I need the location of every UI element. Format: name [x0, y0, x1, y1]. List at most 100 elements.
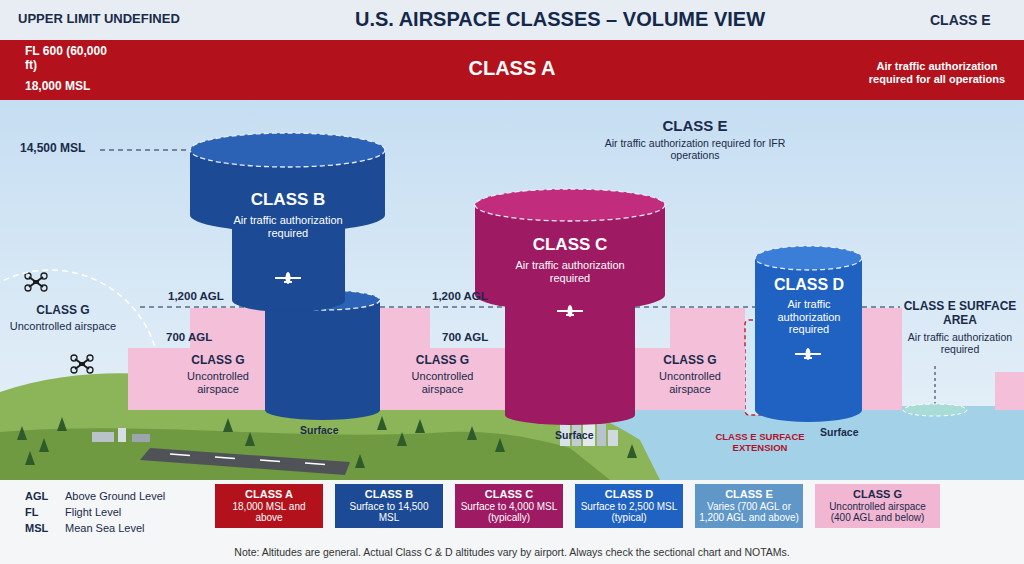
class-description: Air traffic authorization required [218, 214, 358, 239]
class-heading: CLASS D [578, 488, 680, 501]
label: 700 AGL [442, 331, 488, 344]
class-description: Uncontrolled airspace (400 AGL and below… [818, 501, 937, 524]
label: Mean Sea Level [65, 522, 145, 535]
class-g-area: CLASS G Uncontrolled airspace [380, 348, 505, 410]
label: CLASS E SURFACE EXTENSION [712, 432, 808, 454]
label: 1,200 AGL [168, 290, 224, 303]
tree [245, 432, 255, 446]
class-b-cylinder: CLASS B Air traffic authorization require… [185, 130, 390, 425]
class-a-band: FL 600 (60,000 ft) 18,000 MSL CLASS A Air t… [0, 40, 1024, 100]
top-strip [0, 0, 1024, 40]
surface-area-ring [903, 404, 967, 416]
cylinder-body [265, 300, 380, 420]
tree [17, 426, 27, 440]
drone-icon [25, 273, 47, 291]
cylinder-top [475, 189, 665, 221]
class-description: Surface to 2,500 MSL (typical) [578, 501, 680, 524]
class-heading: CLASS A [218, 488, 320, 501]
label: Surface [820, 426, 859, 438]
caption: Note: Altitudes are general. Actual Clas… [20, 546, 1004, 558]
runway [140, 448, 350, 475]
tree [57, 417, 67, 431]
class-heading: FL 600 (60,000 ft) [25, 45, 120, 73]
tree [627, 444, 637, 458]
class-description: Uncontrolled airspace [173, 370, 263, 395]
tree [355, 454, 365, 468]
class-heading: CLASS G [645, 354, 735, 368]
leader-line [935, 366, 936, 404]
cylinder-body [505, 295, 635, 425]
class-description: Air traffic authorization required [495, 259, 645, 284]
tree [495, 438, 505, 452]
label: Air traffic authorization required for I… [595, 137, 795, 161]
label: Flight Level [65, 506, 121, 519]
tree [39, 438, 49, 452]
class-heading: CLASS E [698, 488, 800, 501]
class-heading: CLASS G [818, 488, 937, 501]
label: 14,500 MSL [20, 142, 85, 156]
shape-outline [185, 130, 390, 425]
label: 700 AGL [166, 331, 212, 344]
hangar [92, 432, 114, 442]
sky [0, 100, 1024, 480]
class-description: Surface to 4,000 MSL (typically) [458, 501, 560, 524]
class-description: Uncontrolled airspace [645, 370, 735, 395]
hangar [132, 434, 150, 442]
tree [223, 418, 233, 432]
tree [467, 426, 477, 440]
label: 1,200 AGL [432, 290, 488, 303]
title: U.S. AIRSPACE CLASSES – VOLUME VIEW [300, 8, 820, 31]
legend-box: CLASS DSurface to 2,500 MSL (typical) [575, 484, 683, 528]
cylinder-body [755, 258, 862, 422]
class-description: Air traffic authorization required [902, 331, 1018, 355]
class-d-cylinder: CLASS D Air traffic authorization require… [750, 240, 870, 425]
class-heading: CLASS G [395, 354, 490, 368]
legend-box: CLASS A18,000 MSL and above [215, 484, 323, 528]
class-e-surface-area: CLASS E SURFACE AREAAir traffic authoriz… [900, 300, 1020, 418]
legend-box: CLASS BSurface to 14,500 MSL [335, 484, 443, 528]
cylinder-top [755, 246, 862, 270]
hills-front [0, 428, 610, 480]
class-heading: CLASS B [213, 190, 363, 210]
tree [377, 416, 387, 430]
tree [25, 451, 35, 465]
class-heading: CLASS D [760, 276, 858, 294]
class-description: Surface to 14,500 MSL [338, 501, 440, 524]
label: AGL [25, 490, 48, 503]
class-g-area: CLASS G Uncontrolled airspace [635, 348, 745, 410]
class-heading: CLASS C [495, 235, 645, 255]
label: Surface [555, 429, 594, 441]
label: CLASS E [640, 117, 750, 134]
runway-markings [170, 454, 325, 465]
class-description: Varies (700 AGL or 1,200 AGL and above) [698, 501, 800, 524]
cylinder-top [190, 133, 385, 167]
legend-box: CLASS CSurface to 4,000 MSL (typically) [455, 484, 563, 528]
label: Above Ground Level [65, 490, 165, 503]
class-description: CLASS A [312, 57, 712, 80]
class-heading: CLASS C [458, 488, 560, 501]
label: UPPER LIMIT UNDEFINED [18, 12, 180, 27]
label: Surface [300, 424, 339, 436]
airplane-icon [275, 272, 301, 284]
label: CLASS E [930, 12, 991, 28]
class-description: Uncontrolled airspace [395, 370, 490, 395]
class-heading: CLASS G [173, 354, 263, 368]
class-g-area: CLASS G Uncontrolled airspace [128, 348, 265, 410]
airplane-icon [795, 348, 821, 360]
tree [397, 432, 407, 446]
drone-icon [71, 355, 93, 373]
class-description: Air traffic authorization required [762, 298, 856, 336]
class-heading: CLASS B [338, 488, 440, 501]
legend-box: CLASS EVaries (700 AGL or 1,200 AGL and … [695, 484, 803, 528]
class-description: Uncontrolled airspace [8, 320, 118, 333]
label: FL [25, 506, 38, 519]
class-description: 18,000 MSL and above [218, 501, 320, 524]
tree [415, 419, 425, 433]
label: MSL [25, 522, 48, 535]
altitude-line [100, 149, 190, 150]
class-description: Air traffic authorization required for a… [858, 60, 1016, 85]
legend-box: CLASS GUncontrolled airspace (400 AGL an… [815, 484, 940, 528]
class-description: 18,000 MSL [25, 80, 135, 94]
class-heading: CLASS G [8, 304, 118, 318]
